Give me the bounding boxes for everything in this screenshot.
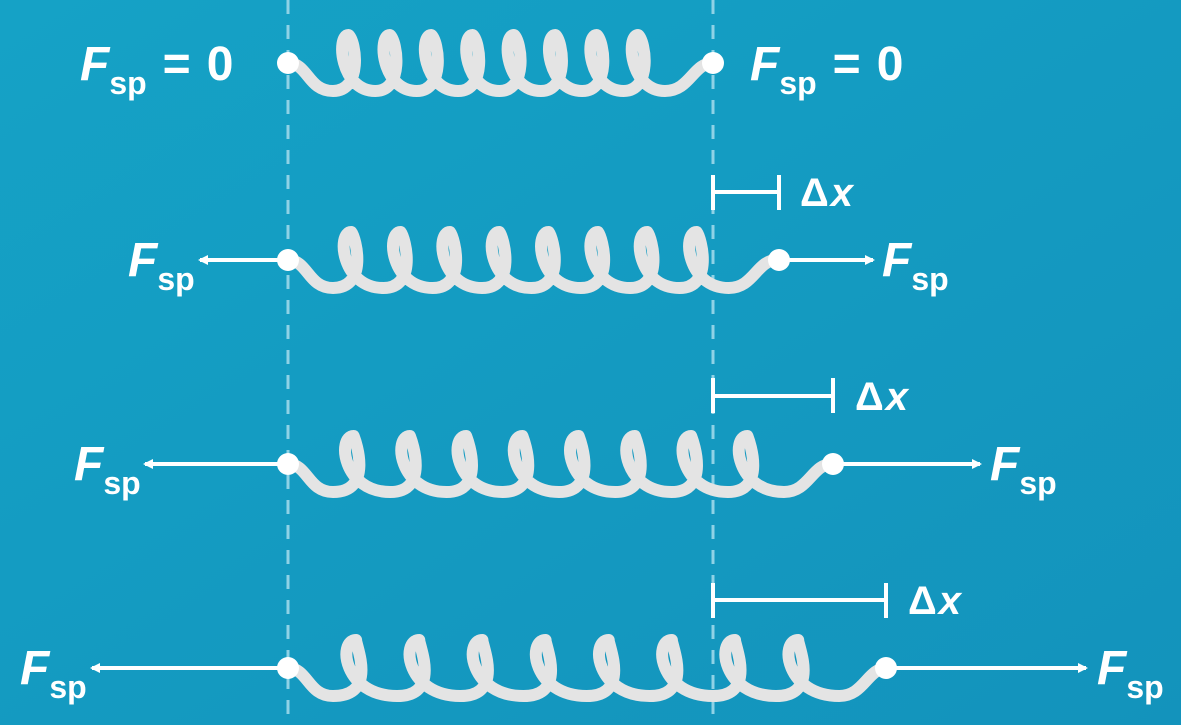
force-label-right: Fsp (990, 438, 1057, 501)
force-label-right: Fsp (882, 234, 949, 297)
row-relaxed: Fsp=0 Fsp=0 (80, 29, 903, 101)
spring-relaxed (282, 29, 719, 97)
left-attachment-point (277, 453, 299, 475)
right-attachment-point (768, 249, 790, 271)
force-label-right: Fsp (1097, 642, 1164, 705)
right-attachment-point (875, 657, 897, 679)
force-label-left: Fsp=0 (80, 38, 233, 101)
displacement-label: Δx (800, 171, 855, 215)
spring-stretched (282, 226, 783, 294)
force-label-left: Fsp (20, 642, 87, 705)
right-attachment-point (822, 453, 844, 475)
row-stretched-large: Δx Fsp Fsp (20, 579, 1164, 705)
displacement-label: Δx (855, 375, 910, 419)
force-label-left: Fsp (74, 438, 141, 501)
displacement-bracket (711, 583, 888, 618)
spring-stretched (282, 634, 894, 702)
force-label-left: Fsp (128, 234, 195, 297)
spring-stretched (282, 430, 838, 498)
row-stretched-medium: Δx Fsp Fsp (74, 375, 1057, 501)
left-attachment-point (277, 657, 299, 679)
right-attachment-point (702, 52, 724, 74)
displacement-bracket (711, 378, 835, 413)
left-attachment-point (277, 52, 299, 74)
left-attachment-point (277, 249, 299, 271)
displacement-bracket (711, 175, 781, 210)
row-stretched-small: Δx Fsp Fsp (128, 171, 949, 297)
displacement-label: Δx (908, 579, 963, 623)
force-label-right: Fsp=0 (750, 38, 903, 101)
